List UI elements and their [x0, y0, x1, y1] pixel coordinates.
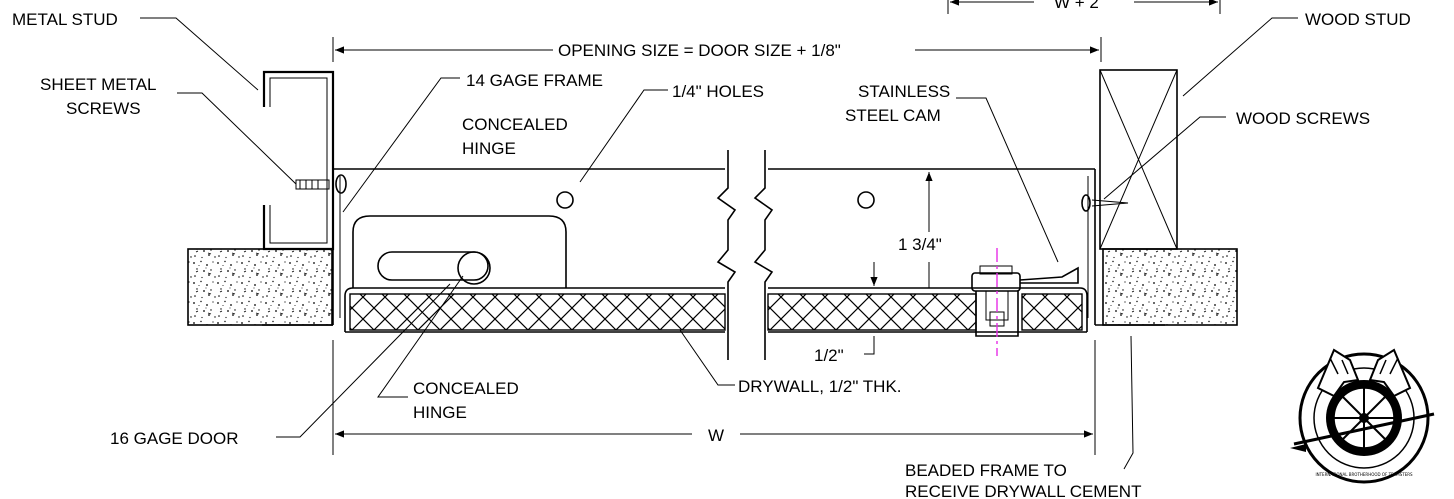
dimension-width	[332, 340, 1096, 455]
hole-left	[556, 191, 574, 209]
label-drywall: DRYWALL, 1/2" THK.	[738, 377, 902, 396]
dim-opening-text: OPENING SIZE = DOOR SIZE + 1/8"	[558, 41, 841, 60]
sheet-metal-screw	[295, 174, 347, 194]
dimension-half	[864, 262, 878, 355]
labels: METAL STUD SHEET METAL SCREWS 14 GAGE FR…	[12, 0, 1411, 499]
label-sheet-metal-1: SHEET METAL	[40, 75, 157, 94]
label-concealed-hinge-bot-2: HINGE	[413, 403, 467, 422]
label-beaded-1: BEADED FRAME TO	[905, 461, 1067, 480]
dim-depth-text: 1 3/4"	[898, 235, 942, 254]
dim-half-text: 1/2"	[814, 346, 844, 365]
label-concealed-hinge-bot-1: CONCEALED	[413, 379, 519, 398]
hole-right	[857, 191, 875, 209]
right-wall-board	[1102, 248, 1238, 326]
drywall-insert	[349, 293, 1083, 331]
metal-stud	[262, 70, 335, 251]
dim-width-text: W	[708, 426, 724, 445]
dim-width-plus-text: W + 2	[1054, 0, 1099, 12]
label-wood-stud: WOOD STUD	[1305, 10, 1411, 29]
label-beaded-2: RECEIVE DRYWALL CEMENT	[905, 482, 1141, 499]
logo-text: INTERNATIONAL BROTHERHOOD OF TEAMSTERS	[1315, 472, 1413, 477]
label-holes: 1/4" HOLES	[672, 82, 764, 101]
break-lines	[716, 150, 774, 360]
label-concealed-hinge-top-1: CONCEALED	[462, 115, 568, 134]
wood-screw	[1081, 194, 1129, 212]
dimension-opening	[332, 37, 1102, 62]
dimension-width-plus	[947, 0, 1221, 14]
label-16-gage-door: 16 GAGE DOOR	[110, 429, 238, 448]
label-stainless-1: STAINLESS	[858, 82, 950, 101]
label-stainless-2: STEEL CAM	[845, 106, 941, 125]
label-sheet-metal-2: SCREWS	[66, 99, 141, 118]
teamsters-logo: INTERNATIONAL BROTHERHOOD OF TEAMSTERS	[1290, 348, 1435, 484]
concealed-hinge	[352, 215, 567, 288]
label-metal-stud: METAL STUD	[12, 10, 118, 29]
wood-stud	[1099, 69, 1178, 250]
frame-14-gage	[262, 168, 1165, 326]
leader-lines	[140, 17, 1298, 470]
left-wall-board	[187, 248, 333, 326]
label-concealed-hinge-top-2: HINGE	[462, 139, 516, 158]
label-wood-screws: WOOD SCREWS	[1236, 109, 1370, 128]
label-14-gage-frame: 14 GAGE FRAME	[466, 71, 603, 90]
